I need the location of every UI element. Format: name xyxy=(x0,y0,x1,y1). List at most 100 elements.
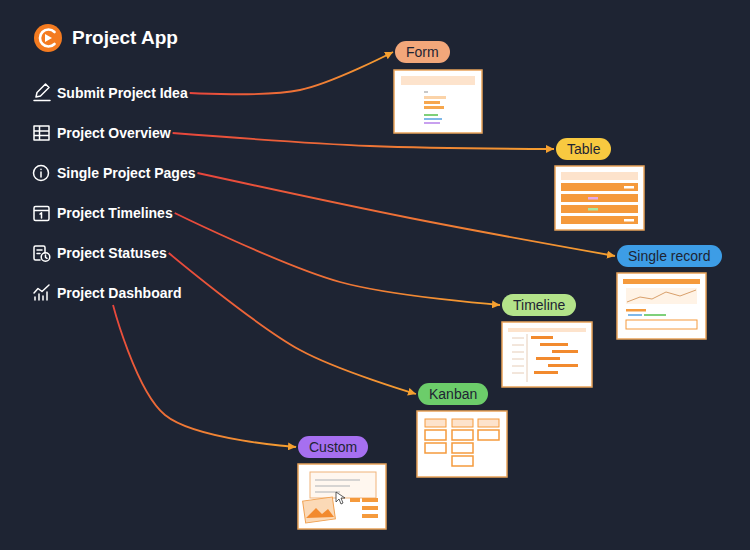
clock-icon xyxy=(41,253,50,262)
node-label: Single record xyxy=(628,245,711,267)
thumb-frame xyxy=(298,464,386,529)
node-label: Timeline xyxy=(513,294,565,316)
menu-item: Project Overview xyxy=(57,124,171,142)
thumb-chart-line xyxy=(627,290,696,302)
thumb-grid xyxy=(512,334,527,382)
logo-arc xyxy=(40,29,55,46)
thumb-cell xyxy=(624,186,634,189)
gantt-bar xyxy=(531,336,553,339)
flow-arrow xyxy=(175,213,500,305)
node-label: Kanban xyxy=(429,383,477,405)
kanban-card xyxy=(425,419,446,427)
timeline-thumbnail xyxy=(502,322,592,387)
thumb-field xyxy=(626,320,697,329)
kanban-card xyxy=(452,443,473,453)
gantt-bar xyxy=(534,371,558,374)
view-pill: Table xyxy=(556,138,611,160)
thumb-row xyxy=(561,205,638,213)
kanban-card xyxy=(425,443,446,453)
image-mountain xyxy=(306,508,334,518)
thumb-row xyxy=(561,183,638,191)
node-label: Project Overview xyxy=(57,124,171,142)
thumb-line xyxy=(424,96,446,99)
cursor-icon xyxy=(336,492,345,504)
info-icon xyxy=(34,166,49,181)
thumb-header xyxy=(401,76,475,85)
form-thumbnail xyxy=(394,70,482,133)
flow-arrow xyxy=(113,305,296,447)
flow-arrow xyxy=(190,52,393,94)
view-pill: Form xyxy=(395,41,450,63)
menu-item: Submit Project Idea xyxy=(57,84,188,102)
thumb-line xyxy=(424,122,440,124)
thumb-row xyxy=(561,216,638,224)
thumb-line xyxy=(628,314,642,316)
menu-icons xyxy=(34,84,51,300)
thumb-row xyxy=(561,172,638,180)
thumb-frame xyxy=(394,70,482,133)
thumb-row xyxy=(561,194,638,202)
thumb-frame xyxy=(502,322,592,387)
view-pill: Kanban xyxy=(418,383,488,405)
gantt-bar xyxy=(548,364,578,367)
thumb-line xyxy=(644,314,666,316)
node-label: Form xyxy=(406,41,439,63)
image-card xyxy=(303,497,336,523)
pencil-icon xyxy=(34,84,50,101)
table-thumbnail xyxy=(555,166,644,230)
gantt-bar xyxy=(540,343,568,346)
thumb-line xyxy=(626,309,646,312)
kanban-card xyxy=(478,430,499,440)
logo-circle xyxy=(34,24,62,52)
kanban-card xyxy=(452,430,473,440)
kanban-card xyxy=(452,456,473,466)
custom-thumbnail xyxy=(298,464,386,529)
flow-arrow xyxy=(198,173,616,256)
thumb-block xyxy=(362,514,378,518)
view-pill: Single record xyxy=(617,245,722,267)
chart-icon xyxy=(34,285,49,300)
thumb-chart xyxy=(626,288,697,304)
menu-item: Project Statuses xyxy=(57,244,167,262)
thumb-frame xyxy=(555,166,644,230)
app-logo xyxy=(34,24,62,52)
thumb-line xyxy=(424,106,444,109)
thumb-lines xyxy=(315,480,360,492)
node-label: Single Project Pages xyxy=(57,164,196,182)
flow-arrow xyxy=(169,253,416,394)
thumb-frame xyxy=(617,273,706,339)
thumb-block xyxy=(362,506,378,510)
gantt-bar xyxy=(536,357,560,360)
thumb-block xyxy=(362,498,378,502)
node-label: Project Dashboard xyxy=(57,284,181,302)
flow-arrow xyxy=(173,133,554,149)
kanban-card xyxy=(425,430,446,440)
thumb-header xyxy=(508,328,586,332)
node-label: Submit Project Idea xyxy=(57,84,188,102)
thumb-line xyxy=(424,91,428,93)
logo-play xyxy=(45,34,52,42)
app-title: Project App xyxy=(72,27,178,49)
node-label: Custom xyxy=(309,436,357,458)
info-mark xyxy=(40,169,42,177)
thumb-line xyxy=(424,101,440,104)
thumb-line xyxy=(424,118,442,120)
thumb-cell xyxy=(588,208,598,211)
thumb-cell xyxy=(624,219,634,222)
menu-item: Project Dashboard xyxy=(57,284,181,302)
thumb-panel xyxy=(310,472,376,498)
record-thumbnail xyxy=(617,273,706,339)
node-label: Project Timelines xyxy=(57,204,173,222)
node-label: Project Statuses xyxy=(57,244,167,262)
menu-item: Single Project Pages xyxy=(57,164,196,182)
thumb-block xyxy=(350,498,360,502)
gantt-bar xyxy=(552,350,578,353)
thumb-line xyxy=(424,114,438,116)
kanban-thumbnail xyxy=(417,411,507,477)
thumb-header xyxy=(623,279,700,284)
kanban-card xyxy=(452,419,473,427)
clock-hands xyxy=(46,255,48,258)
